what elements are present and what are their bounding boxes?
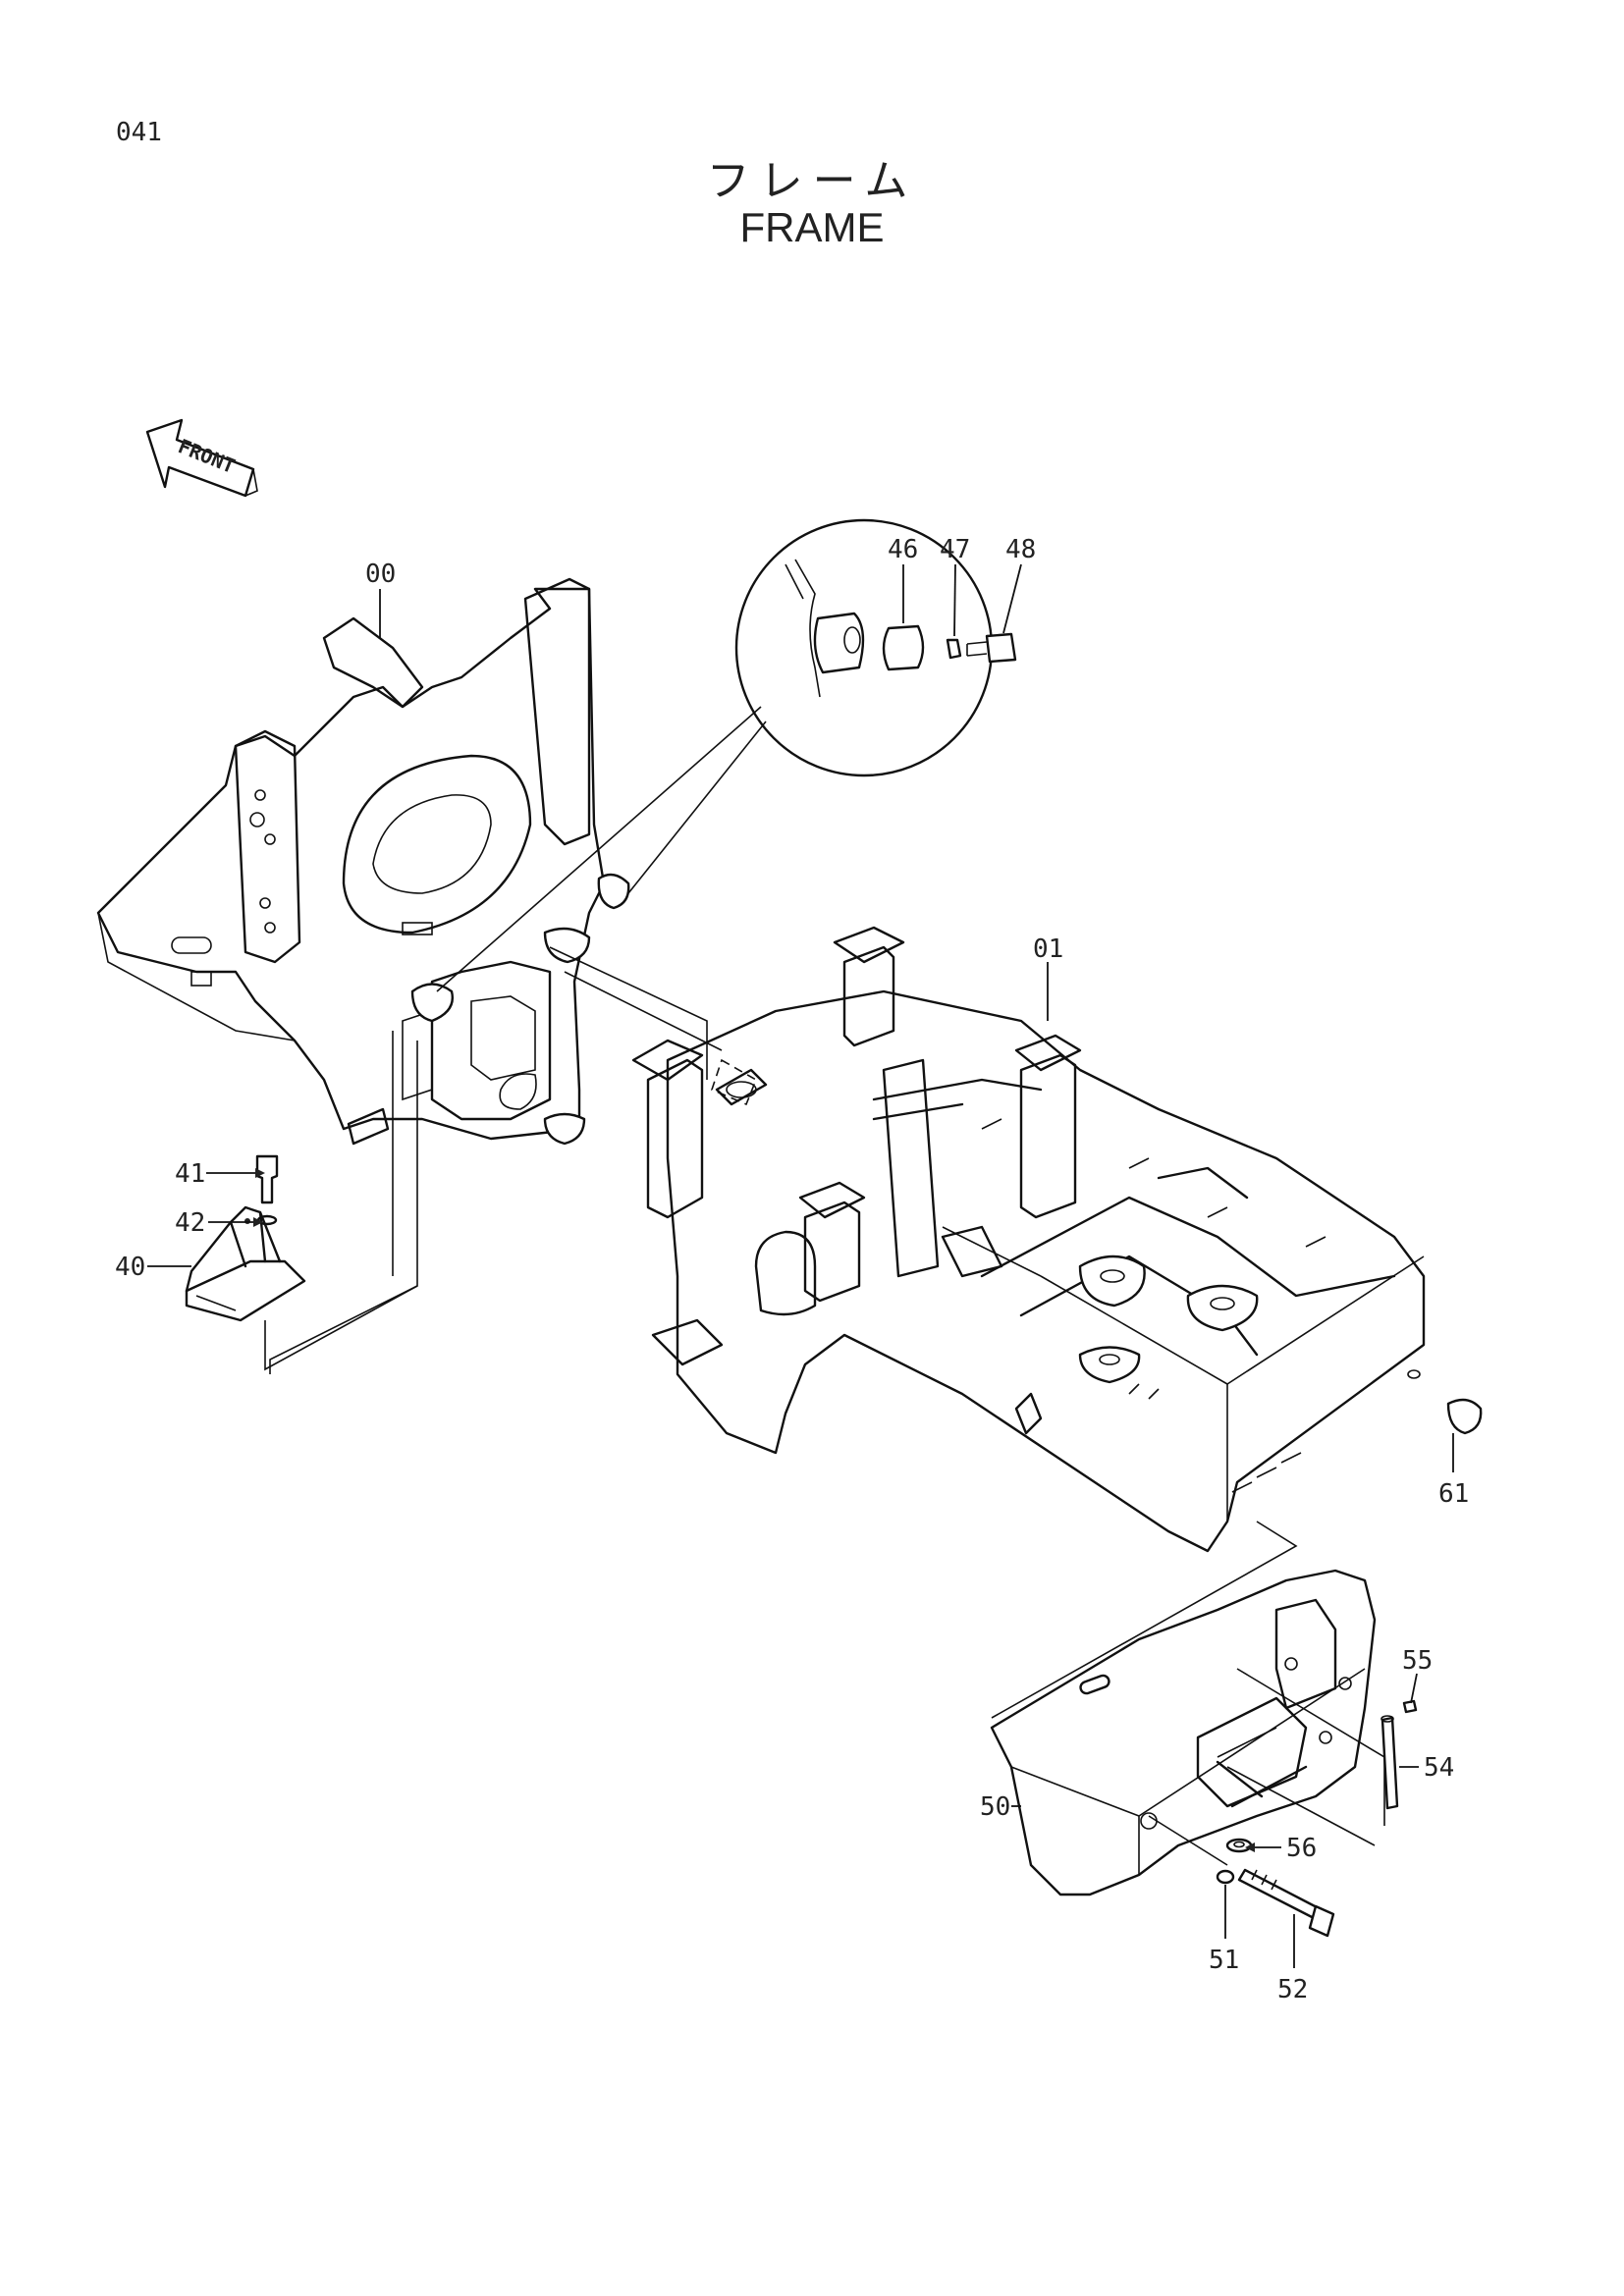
- callout-55: 55: [1402, 1646, 1433, 1676]
- bracket-parts: [185, 1154, 418, 1371]
- callout-51: 51: [1209, 1946, 1239, 1975]
- mounting-detail-circle: [436, 518, 1022, 992]
- callout-40: 40: [115, 1253, 145, 1282]
- callout-leaders: [147, 589, 1454, 1968]
- callout-48: 48: [1005, 535, 1036, 564]
- callout-56: 56: [1286, 1834, 1317, 1863]
- callout-61: 61: [1438, 1479, 1469, 1509]
- callout-46: 46: [888, 535, 918, 564]
- callout-54: 54: [1424, 1753, 1454, 1783]
- callout-47: 47: [940, 535, 970, 564]
- callout-01: 01: [1033, 934, 1063, 964]
- title-japanese: フレーム: [706, 156, 918, 206]
- callout-52: 52: [1277, 1975, 1308, 2004]
- front-label: FRONT: [175, 434, 239, 478]
- callout-42: 42: [175, 1208, 205, 1238]
- callout-labels: 00 01 41 42 40 46 47 48 61 50 51 52 54 5…: [115, 535, 1469, 2004]
- callout-41: 41: [175, 1159, 205, 1189]
- callout-00: 00: [365, 560, 396, 589]
- fastener-parts: [1216, 1699, 1418, 1938]
- title-english: FRAME: [739, 204, 885, 250]
- front-arrow-icon: FRONT: [145, 418, 258, 498]
- lower-frame-part: [631, 926, 1483, 1553]
- page-number: 041: [116, 118, 162, 147]
- swing-frame-part: [96, 577, 630, 1146]
- counterweight-part: [990, 1569, 1377, 1896]
- callout-50: 50: [980, 1792, 1010, 1822]
